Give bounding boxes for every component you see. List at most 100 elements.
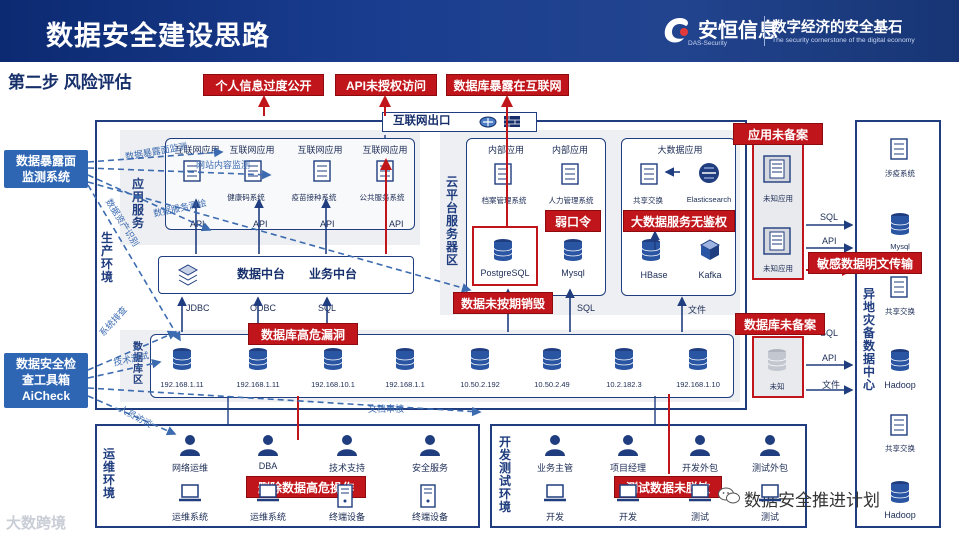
terminal-icon [418, 484, 438, 513]
database-icon [890, 348, 910, 377]
unknown-app-label: 未知应用 [763, 194, 793, 203]
hbase-label: HBase [640, 270, 668, 280]
backup-zone-label: 异 地 灾 备 数 据 中 心 [862, 287, 875, 392]
risk-tag-sensitive-plain: 敏感数据明文传输 [808, 252, 922, 274]
header-bar: 数据安全建设思路 安恒信息 DAS-Security 数字经济的安全基石 The… [0, 0, 959, 62]
archive-label: 档案管理系统 [481, 196, 527, 205]
firewall-icon [504, 116, 520, 127]
db-ip-label: 192.168.1.1 [385, 380, 425, 389]
ops-role-label: 安全服务 [411, 463, 448, 473]
header-slogan: 数字经济的安全基石 [772, 20, 903, 36]
bigdata-app-label: 大数据应用 [657, 145, 703, 155]
backup-share-label: 共享交换 [885, 444, 915, 453]
database-icon [614, 347, 634, 376]
database-icon [688, 347, 708, 376]
database-icon [563, 238, 583, 267]
dev-item-label: 测试 [690, 512, 709, 522]
api-label: API [822, 353, 837, 363]
person-icon [418, 434, 442, 461]
internet-app-2-label: 互联网应用 [229, 145, 275, 155]
server-icon [244, 160, 262, 187]
brand-name: 安恒信息 [698, 20, 778, 42]
elasticsearch-label: Elasticsearch [686, 195, 732, 204]
database-icon [542, 347, 562, 376]
health-code-label: 健康码系统 [227, 193, 265, 202]
person-icon [256, 434, 280, 461]
risk-tag-app-unregistered: 应用未备案 [733, 123, 823, 145]
aicheck-tool: 数据安全检 查工具箱 AiCheck [4, 353, 88, 408]
vaccine-label: 疫苗接种系统 [291, 193, 337, 202]
hr-label: 人力管理系统 [548, 196, 594, 205]
risk-tag-bigdata-noauth: 大数据服务无鉴权 [623, 210, 735, 232]
database-icon [493, 238, 513, 267]
ops-role-label: 网络运维 [171, 463, 208, 473]
sql-label: SQL [820, 328, 839, 338]
header-divider [764, 16, 765, 46]
api-label: API [253, 219, 268, 229]
unknown-app-label: 未知应用 [763, 264, 793, 273]
person-icon [616, 434, 640, 461]
database-icon [395, 347, 415, 376]
internet-exit: 互联网出口 [382, 112, 537, 132]
server-icon [640, 163, 658, 190]
database-icon [172, 347, 192, 376]
server-icon [890, 276, 908, 303]
server-icon [561, 163, 579, 190]
backup-frame [855, 120, 941, 528]
db-ip-label: 10.50.2.49 [534, 380, 570, 389]
data-center-label: 数据中台 [237, 267, 286, 281]
api-label: API [190, 219, 205, 229]
db-ip-label: 10.2.182.3 [606, 380, 642, 389]
wechat-icon [718, 487, 740, 504]
laptop-icon [543, 484, 567, 507]
mysql-label: Mysql [561, 268, 585, 278]
ops-role-label: DBA [258, 461, 278, 471]
db-ip-label: 192.168.1.11 [236, 380, 280, 389]
person-icon [688, 434, 712, 461]
postgresql-label: PostgreSQL [480, 268, 530, 278]
backup-gov-label: 涉疫系统 [885, 169, 915, 178]
doc-audit-label: 文档审核 [368, 404, 405, 414]
cloud-zone-label: 云 平 台 服 务 器 区 [445, 175, 458, 267]
dev-role-label: 项目经理 [609, 463, 646, 473]
app-service-zone-label: 应 用 服 务 [131, 177, 144, 230]
watermark-text: 大数跨境 [6, 515, 67, 532]
file-label: 文件 [688, 305, 707, 315]
dev-role-label: 业务主管 [536, 463, 573, 473]
dev-item-label: 开发 [545, 512, 564, 522]
shared-exchange-label: 共享交换 [633, 196, 663, 205]
brand-logo-icon [664, 18, 688, 43]
server-icon [890, 414, 908, 441]
api-label: API [822, 236, 837, 246]
laptop-icon [758, 484, 782, 507]
dev-item-label: 测试 [760, 512, 779, 522]
server-icon [183, 160, 201, 187]
server-icon [313, 160, 331, 187]
server-icon [762, 154, 792, 189]
database-icon [470, 347, 490, 376]
exposure-monitor-tool: 数据暴露面 监测系统 [4, 150, 88, 188]
dev-item-label: 开发 [618, 512, 637, 522]
sql-label: SQL [820, 212, 839, 222]
biz-center-label: 业务中台 [309, 267, 358, 281]
db-ip-label: 192.168.1.10 [676, 380, 720, 389]
layers-icon [177, 264, 199, 286]
person-icon [335, 434, 359, 461]
database-icon [248, 347, 268, 376]
database-icon [767, 348, 787, 377]
internal-app-label: 内部应用 [487, 145, 524, 155]
ops-frame [95, 424, 480, 528]
person-icon [543, 434, 567, 461]
risk-tag-weak-password: 弱口令 [545, 210, 601, 232]
laptop-icon [616, 484, 640, 507]
sql-label: SQL [577, 303, 596, 313]
odbc-label: ODBC [250, 303, 277, 313]
public-service-label: 公共服务系统 [359, 193, 405, 202]
backup-hadoop-label: Hadoop [884, 380, 916, 390]
router-icon [479, 116, 497, 128]
ops-item-label: 终端设备 [328, 512, 365, 522]
api-label: API [389, 219, 404, 229]
production-zone-label: 生 产 环 境 [100, 231, 113, 284]
internet-app-panel [165, 138, 415, 230]
